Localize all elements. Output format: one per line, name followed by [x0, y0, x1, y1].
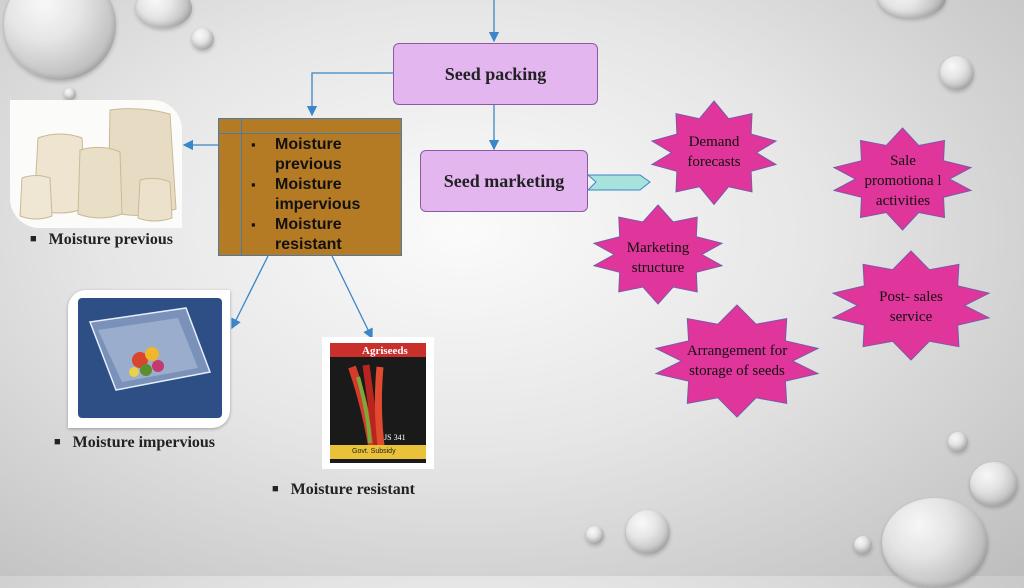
label-post-sales: Post- sales service [879, 289, 943, 325]
water-drop [878, 0, 946, 18]
plastic-bag-illustration [78, 298, 222, 418]
cloth-bags-illustration [10, 100, 182, 228]
bullet-icon: ■ [30, 233, 37, 245]
water-drop [882, 498, 988, 588]
burst-arrangement-storage [654, 304, 820, 418]
water-drop [970, 462, 1018, 506]
label-arrangement-storage: Arrangement for storage of seeds [686, 343, 788, 379]
caption-moisture-impervious: ■ Moisture impervious [54, 434, 215, 452]
seed-packing-box: Seed packing [393, 43, 598, 105]
seed-marketing-label: Seed marketing [443, 170, 565, 191]
marketing-arrow [586, 174, 651, 191]
caption-text: Moisture impervious [72, 434, 216, 451]
water-drop [626, 510, 670, 554]
packing-type-item: Moisture impervious [249, 175, 395, 215]
packing-type-item: Moisture previous [249, 135, 395, 175]
burst-marketing-structure [592, 204, 724, 305]
caption-moisture-resistant: ■ Moisture resistant [272, 481, 415, 499]
connector-layer [182, 0, 651, 340]
seed-packet-image: Agriseeds JS 341 Govt. Subsidy [322, 337, 434, 469]
packet-footer-text: Govt. Subsidy [352, 448, 396, 455]
label-marketing-structure: Marketing structure [626, 240, 690, 276]
packing-types-header-strip [219, 119, 401, 134]
connector-list-to-impervious [231, 255, 269, 330]
bullet-icon: ■ [54, 436, 61, 448]
cloth-bags-image [10, 100, 182, 228]
burst-post-sales [831, 250, 991, 361]
water-drop [940, 56, 974, 90]
label-demand-forecasts: Demand forecasts [687, 134, 741, 170]
caption-text: Moisture previous [48, 231, 173, 248]
seed-packing-label: Seed packing [444, 63, 547, 84]
packing-type-item: Moisture resistant [249, 215, 395, 255]
water-drop [586, 526, 604, 544]
caption-text: Moisture resistant [290, 481, 415, 498]
seed-marketing-box: Seed marketing [420, 150, 588, 212]
water-drop [192, 28, 214, 50]
water-drop [854, 536, 872, 554]
plastic-bag-image [68, 290, 230, 428]
bullet-icon: ■ [272, 483, 279, 495]
packing-types-box: Moisture previous Moisture impervious Mo… [218, 118, 402, 256]
packing-types-column-line [241, 119, 242, 255]
packet-brand-text: Agriseeds [362, 345, 408, 357]
label-sale-promotional: Sale promotiona l activities [864, 153, 942, 209]
packing-types-list: Moisture previous Moisture impervious Mo… [249, 135, 395, 255]
connector-list-to-resistant [331, 255, 373, 340]
burst-demand-forecasts [650, 100, 778, 206]
connector-packing-to-list [306, 72, 394, 117]
burst-sale-promotional [832, 127, 973, 231]
burst-layer [592, 100, 991, 418]
packet-code-text: JS 341 [384, 433, 406, 442]
water-drop [64, 88, 76, 100]
seed-packet-illustration [330, 343, 426, 463]
water-drop [948, 432, 968, 452]
caption-moisture-previous: ■ Moisture previous [30, 231, 173, 249]
